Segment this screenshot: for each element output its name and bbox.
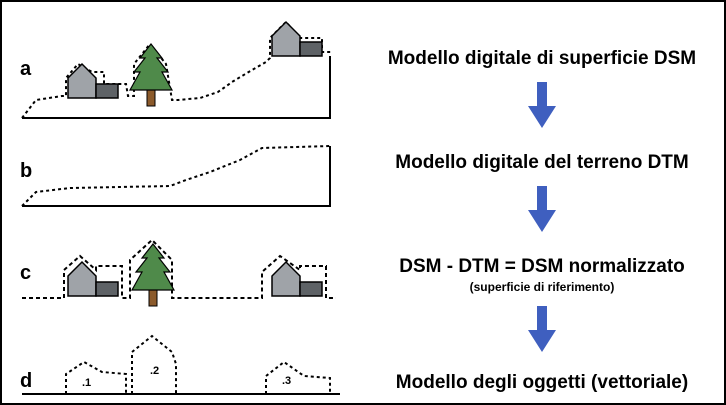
step-sublabel-ndsm: (superficie di riferimento) (469, 280, 615, 294)
row-letter-c: c (20, 262, 32, 284)
step-label-dsm: Modello digitale di superficie DSM (387, 48, 697, 69)
object-label-3: .3 (282, 375, 291, 387)
tree-icon (129, 43, 173, 107)
step-label-ndsm: DSM - DTM = DSM normalizzato (399, 256, 685, 277)
object-label-2: .2 (150, 365, 159, 377)
row-d-vector-illustration: .1 .2 .3 (22, 334, 340, 395)
object-label-1: .1 (82, 377, 91, 389)
down-arrow-icon (528, 306, 556, 352)
down-arrow-icon (528, 186, 556, 232)
row-b-dtm-illustration (21, 145, 331, 207)
row-a-dsm-illustration (21, 20, 332, 119)
row-letter-d: d (20, 370, 33, 392)
house-icon (67, 63, 119, 99)
step-label-objects: Modello degli oggetti (vettoriale) (395, 372, 689, 393)
row-letter-a: a (20, 58, 32, 80)
down-arrow-icon (528, 82, 556, 128)
row-letter-b: b (20, 160, 33, 182)
step-label-dtm: Modello digitale del terreno DTM (395, 152, 689, 173)
row-c-ndsm-illustration (22, 238, 336, 307)
